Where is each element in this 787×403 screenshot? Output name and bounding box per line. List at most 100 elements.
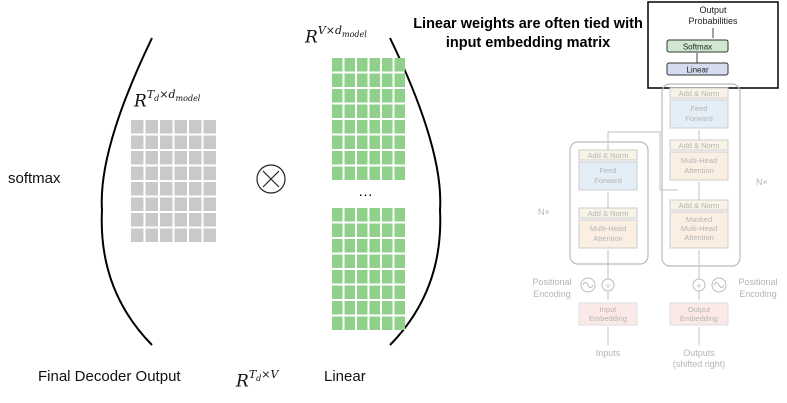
svg-text:N×: N× <box>756 177 768 187</box>
matrix-cell <box>394 239 405 253</box>
matrix-cell <box>394 58 405 72</box>
matrix-cell <box>357 208 368 222</box>
svg-text:Positional: Positional <box>532 277 571 287</box>
matrix-cell <box>160 151 173 165</box>
matrix-cell <box>131 166 144 180</box>
matrix-cell <box>357 270 368 284</box>
matrix-cell <box>203 182 216 196</box>
matrix-cell <box>344 208 355 222</box>
svg-text:Multi-Head: Multi-Head <box>590 224 626 233</box>
matrix-cell <box>382 73 393 87</box>
svg-text:Feed: Feed <box>690 104 707 113</box>
matrix-cell <box>145 213 158 227</box>
svg-text:Add & Norm: Add & Norm <box>588 151 629 160</box>
matrix-cell <box>344 151 355 165</box>
decoder-output-matrix <box>131 120 216 242</box>
right-parenthesis <box>389 37 442 346</box>
matrix-cell <box>394 135 405 149</box>
matrix-cell <box>369 104 380 118</box>
input-embedding-block <box>578 302 638 326</box>
matrix-cell <box>332 166 343 180</box>
svg-text:Inputs: Inputs <box>596 348 621 358</box>
matrix-cell <box>131 228 144 242</box>
matrix-cell <box>189 166 202 180</box>
result-matrix-dim: RTd×V <box>236 368 279 392</box>
matrix-cell <box>332 270 343 284</box>
matrix-cell <box>382 285 393 299</box>
svg-text:Multi-Head: Multi-Head <box>681 156 717 165</box>
matrix-cell <box>344 73 355 87</box>
matrix-cell <box>382 104 393 118</box>
matrix-cell <box>369 301 380 315</box>
svg-text:Embedding: Embedding <box>680 314 718 323</box>
matrix-cell <box>369 120 380 134</box>
matrix-cell <box>174 166 187 180</box>
weight-matrix-dim: RV×dmodel <box>305 24 367 48</box>
svg-text:Softmax: Softmax <box>683 43 712 52</box>
matrix-cell <box>332 151 343 165</box>
matrix-cell <box>174 197 187 211</box>
matrix-cell <box>332 89 343 103</box>
matrix-cell <box>382 166 393 180</box>
matrix-cell <box>369 316 380 330</box>
matrix-cell <box>369 58 380 72</box>
svg-text:Add & Norm: Add & Norm <box>679 141 720 150</box>
svg-text:Add & Norm: Add & Norm <box>679 89 720 98</box>
matrix-cell <box>189 228 202 242</box>
matrix-cell <box>332 223 343 237</box>
matrix-cell <box>160 166 173 180</box>
matrix-cell <box>394 166 405 180</box>
matrix-cell <box>145 120 158 134</box>
matrix-cell <box>344 254 355 268</box>
matrix-cell <box>369 270 380 284</box>
matrix-cell <box>145 228 158 242</box>
svg-text:N×: N× <box>538 207 550 217</box>
matrix-cell <box>394 104 405 118</box>
matrix-cell <box>382 208 393 222</box>
matrix-cell <box>174 120 187 134</box>
matrix-cell <box>332 285 343 299</box>
svg-text:Attention: Attention <box>684 166 714 175</box>
matrix-cell <box>357 151 368 165</box>
matrix-cell <box>145 182 158 196</box>
svg-text:Masked: Masked <box>686 215 712 224</box>
matrix-cell <box>189 197 202 211</box>
matrix-cell <box>332 254 343 268</box>
matrix-cell <box>369 89 380 103</box>
matrix-cell <box>382 223 393 237</box>
matrix-cell <box>369 254 380 268</box>
matrix-cell <box>357 223 368 237</box>
matrix-cell <box>369 239 380 253</box>
matrix-cell <box>394 151 405 165</box>
matrix-cell <box>394 223 405 237</box>
svg-text:(shifted right): (shifted right) <box>673 359 726 369</box>
svg-text:Input: Input <box>600 305 618 314</box>
svg-text:Output: Output <box>688 305 711 314</box>
svg-text:+: + <box>605 281 610 291</box>
matrix-cell <box>382 120 393 134</box>
matrix-cell <box>357 285 368 299</box>
matrix-cell <box>203 151 216 165</box>
matrix-cell <box>382 89 393 103</box>
linear-label: Linear <box>324 368 366 385</box>
matrix-cell <box>160 182 173 196</box>
matrix-cell <box>344 166 355 180</box>
matrix-cell <box>189 182 202 196</box>
linear-weight-matrix-bottom <box>332 208 405 330</box>
matrix-cell <box>332 73 343 87</box>
matrix-cell <box>369 151 380 165</box>
matrix-cell <box>394 254 405 268</box>
matrix-cell <box>131 135 144 149</box>
matrix-cell <box>382 254 393 268</box>
matrix-cell <box>394 301 405 315</box>
matrix-cell <box>332 316 343 330</box>
matrix-cell <box>369 166 380 180</box>
matrix-cell <box>174 213 187 227</box>
matrix-cell <box>394 285 405 299</box>
matrix-cell <box>203 213 216 227</box>
svg-text:Outputs: Outputs <box>683 348 715 358</box>
matrix-cell <box>189 120 202 134</box>
matrix-cell <box>394 89 405 103</box>
matrix-cell <box>394 208 405 222</box>
